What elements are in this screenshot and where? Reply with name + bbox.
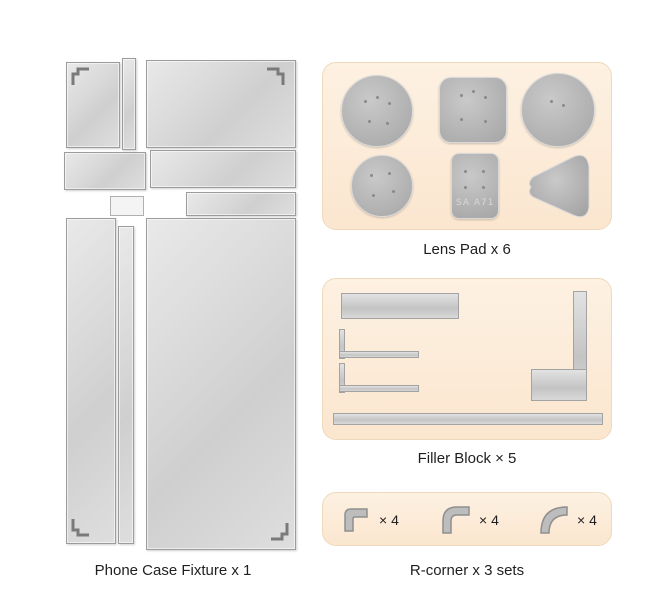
filler-bar-thick bbox=[341, 293, 459, 319]
fixture-block-top-right bbox=[146, 60, 296, 148]
fixture-bar-mid-right bbox=[150, 150, 296, 188]
corner-clip-icon-top-right bbox=[267, 67, 285, 85]
corner-clip-icon-bottom-right bbox=[271, 523, 289, 541]
fixture-rail bbox=[118, 226, 134, 544]
r-corner-qty-3: × 4 bbox=[577, 512, 597, 528]
filler-l-piece-1-vertical bbox=[339, 329, 345, 359]
fixture-center-notch bbox=[110, 196, 144, 216]
r-corner-icon-rounded bbox=[442, 506, 470, 534]
filler-l-piece-2-vertical bbox=[339, 363, 345, 393]
fixture-ledge bbox=[186, 192, 296, 216]
lens-pad-rounded-square bbox=[439, 77, 507, 143]
fixture-strip-top bbox=[122, 58, 136, 150]
filler-block-caption: Filler Block × 5 bbox=[417, 450, 517, 467]
phone-case-fixture-image bbox=[62, 56, 302, 552]
r-corner-qty-1: × 4 bbox=[379, 512, 399, 528]
filler-block-panel bbox=[322, 278, 612, 440]
corner-clip-icon-top-left bbox=[71, 67, 89, 85]
phone-case-fixture-caption: Phone Case Fixture x 1 bbox=[94, 562, 252, 579]
lens-pad-triangle bbox=[528, 154, 590, 218]
r-corner-qty-2: × 4 bbox=[479, 512, 499, 528]
filler-l-piece-2-horizontal bbox=[339, 385, 419, 392]
lens-pad-panel: SA A71 bbox=[322, 62, 612, 230]
filler-l-piece-1-horizontal bbox=[339, 351, 419, 358]
r-corner-panel: × 4 × 4 × 4 bbox=[322, 492, 612, 546]
lens-pad-round-large bbox=[341, 75, 413, 147]
r-corner-icon-curved bbox=[540, 506, 568, 534]
lens-pad-caption: Lens Pad x 6 bbox=[423, 241, 511, 258]
lens-pad-round-medium bbox=[521, 73, 595, 147]
fixture-block-top-left bbox=[66, 62, 120, 148]
lens-pad-label: SA A71 bbox=[456, 198, 495, 208]
r-corner-icon-square bbox=[344, 508, 368, 532]
filler-long-bar bbox=[333, 413, 603, 425]
fixture-plate-lower-right bbox=[146, 218, 296, 550]
lens-pad-round-small bbox=[351, 155, 413, 217]
corner-clip-icon-bottom-left bbox=[71, 519, 89, 537]
fixture-plate-lower-left bbox=[66, 218, 116, 544]
lens-pad-rectangle: SA A71 bbox=[451, 153, 499, 219]
filler-big-l-base bbox=[531, 369, 587, 401]
r-corner-caption: R-corner x 3 sets bbox=[409, 562, 525, 579]
fixture-bar-mid-left bbox=[64, 152, 146, 190]
